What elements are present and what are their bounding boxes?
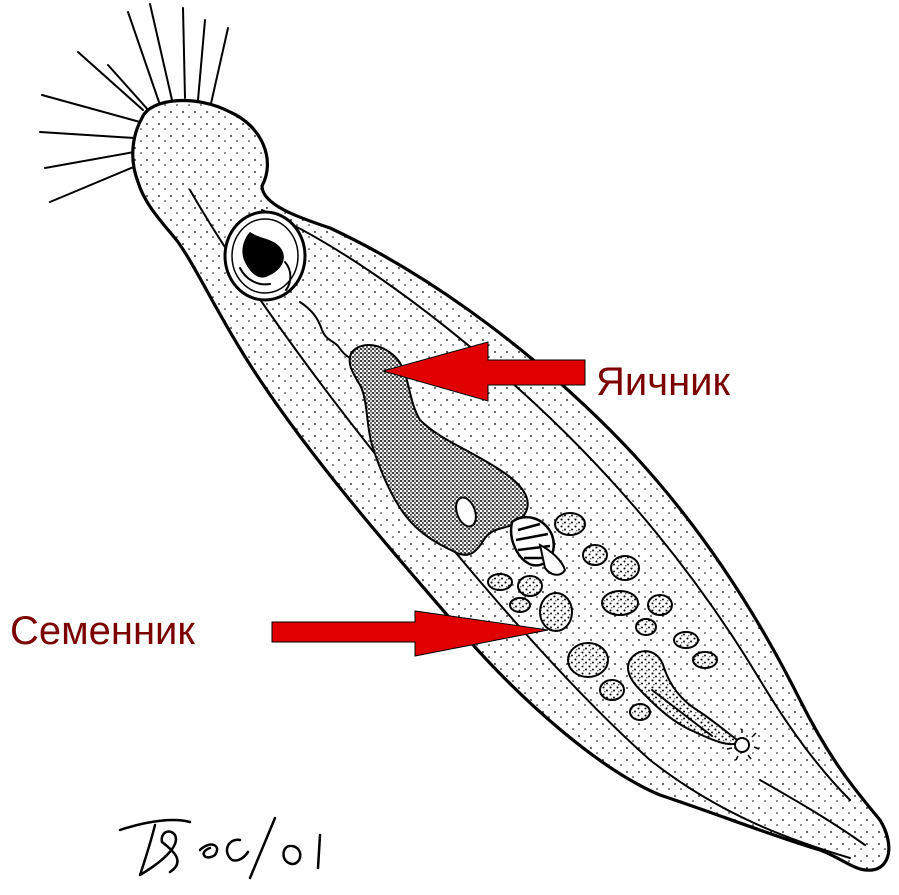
artist-signature xyxy=(120,818,320,878)
mastax xyxy=(225,212,305,300)
ovary-label: Яичник xyxy=(596,360,731,404)
testis-label: Семенник xyxy=(10,609,195,653)
